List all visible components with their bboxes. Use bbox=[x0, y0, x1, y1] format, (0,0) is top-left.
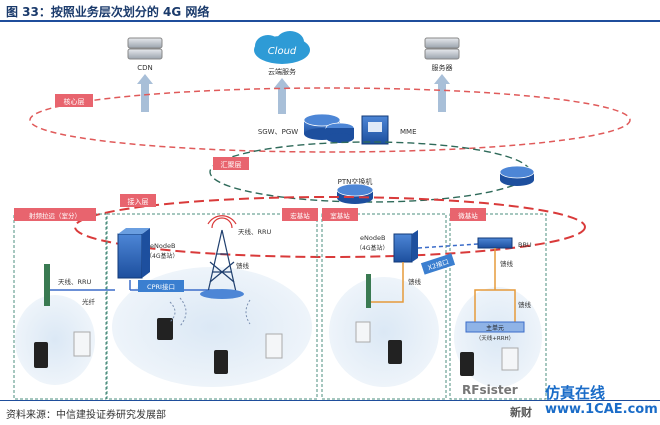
phone-left-icon bbox=[34, 342, 48, 368]
feeder-b-line bbox=[370, 262, 404, 303]
core-layer-tag bbox=[55, 94, 93, 107]
bbu-label: BBU bbox=[518, 241, 532, 249]
title-rule bbox=[0, 20, 660, 22]
zone-smallcell-tag bbox=[450, 208, 486, 221]
tablet-small-icon bbox=[355, 321, 371, 343]
up-arrow-cdn bbox=[137, 74, 153, 112]
phone-small-icon bbox=[388, 340, 402, 364]
source-note: 资料来源：中信建投证券研究发展部 bbox=[6, 410, 166, 421]
core-ring bbox=[29, 87, 631, 153]
mme-label: MME bbox=[400, 128, 417, 136]
phone-macro-a-icon bbox=[157, 318, 173, 340]
mme-icon bbox=[361, 115, 389, 145]
x2-line bbox=[417, 243, 479, 249]
feeder-c-branch bbox=[474, 289, 516, 322]
ptn-switch-icon bbox=[336, 183, 374, 204]
cloud-icon: Cloud bbox=[254, 31, 310, 64]
ptn-label: PTN交换机 bbox=[338, 177, 373, 186]
core-layer-label: 核心层 bbox=[64, 97, 85, 106]
cdn-label: CDN bbox=[137, 64, 153, 72]
coverage-smallcell bbox=[454, 287, 542, 387]
fiber-label: 光纤 bbox=[82, 297, 96, 306]
aggregation-layer-label: 汇聚层 bbox=[221, 161, 242, 169]
figure-title: 图 33：按照业务层次划分的 4G 网络 bbox=[6, 5, 210, 19]
cpri-tag bbox=[138, 280, 184, 292]
antenna-rru-tower-label: 天线、RRU bbox=[238, 227, 272, 236]
up-arrow-server bbox=[434, 74, 450, 112]
bbu-icon bbox=[477, 237, 513, 249]
sgw-pgw-label: SGW、PGW bbox=[258, 128, 298, 136]
rru-left-icon bbox=[44, 264, 50, 306]
rru-small-icon bbox=[366, 274, 371, 308]
router-stack-icon bbox=[303, 113, 355, 143]
cdn-icon bbox=[127, 37, 163, 60]
enodeb-b-label: eNodeB bbox=[360, 234, 385, 242]
enodeb-b-icon bbox=[393, 230, 418, 263]
footer-rule bbox=[0, 400, 660, 401]
enodeb-a-sub-label: （4G基站） bbox=[146, 252, 178, 260]
cloud-service-label: 云端服务 bbox=[268, 67, 296, 76]
feeder-c2-label: 馈线 bbox=[518, 300, 532, 309]
enodeb-b-sub-label: （4G基站） bbox=[356, 244, 388, 252]
phone-smallcell-icon bbox=[460, 352, 474, 376]
access-layer-tag bbox=[120, 194, 156, 207]
rru-sub-label: （天线+RRH） bbox=[476, 334, 514, 342]
antenna-rru-left-label: 天线、RRU bbox=[58, 277, 92, 286]
watermark-simulation: 仿真在线 bbox=[545, 384, 606, 402]
x2-tag bbox=[420, 253, 456, 275]
enodeb-a-label: eNodeB bbox=[150, 242, 175, 250]
rru-main-label: 主单元 bbox=[486, 324, 504, 332]
coverage-macro bbox=[112, 267, 312, 387]
rru-box-icon bbox=[465, 321, 525, 333]
zone-small-box bbox=[321, 213, 447, 400]
radio-waves-macro bbox=[169, 297, 251, 327]
enodeb-a-icon bbox=[117, 228, 150, 279]
watermark-rfsister: RFsister bbox=[462, 383, 518, 397]
feeder-c1-label: 馈线 bbox=[500, 259, 514, 268]
tower-base-icon bbox=[200, 289, 244, 299]
watermark-url: www.1CAE.com bbox=[545, 402, 658, 417]
tablet-smallcell-icon bbox=[501, 347, 519, 371]
zone-macro-label: 宏基站 bbox=[290, 211, 310, 220]
feeder-tower-label: 馈线 bbox=[236, 261, 250, 270]
server-icon bbox=[424, 37, 460, 60]
phone-macro-b-icon bbox=[214, 350, 228, 374]
tower-icon bbox=[207, 229, 237, 293]
server-label: 服务器 bbox=[432, 63, 453, 72]
cpri-label: CPRI接口 bbox=[147, 282, 175, 291]
zone-smallcell-box bbox=[449, 213, 547, 400]
zone-smallcell-label: 微基站 bbox=[458, 211, 478, 220]
tablet-macro-icon bbox=[265, 333, 283, 359]
aggregation-layer-tag bbox=[213, 157, 249, 170]
access-layer-label: 接入层 bbox=[128, 197, 149, 206]
watermark-xincai: 新财 bbox=[510, 406, 532, 419]
zone-small-tag bbox=[322, 208, 358, 221]
zone-left-label: 射频拉远（室分） bbox=[29, 211, 81, 220]
access-ring bbox=[74, 196, 586, 258]
network-diagram: CDN Cloud 云端服务 服务器 核心层 SGW、PGW MME 汇聚层 P… bbox=[13, 31, 631, 400]
cloud-text: Cloud bbox=[268, 46, 297, 57]
router-icon bbox=[499, 165, 535, 186]
zone-left-tag bbox=[14, 208, 96, 221]
zone-macro-tag bbox=[282, 208, 318, 221]
tablet-left-icon bbox=[73, 331, 91, 357]
signal-waves-icon bbox=[207, 215, 237, 229]
zone-small-label: 室基站 bbox=[330, 211, 350, 220]
coverage-small bbox=[329, 277, 439, 387]
up-arrow-cloud bbox=[274, 78, 290, 114]
feeder-b-label: 馈线 bbox=[408, 277, 422, 286]
zone-macro-box bbox=[106, 213, 318, 400]
